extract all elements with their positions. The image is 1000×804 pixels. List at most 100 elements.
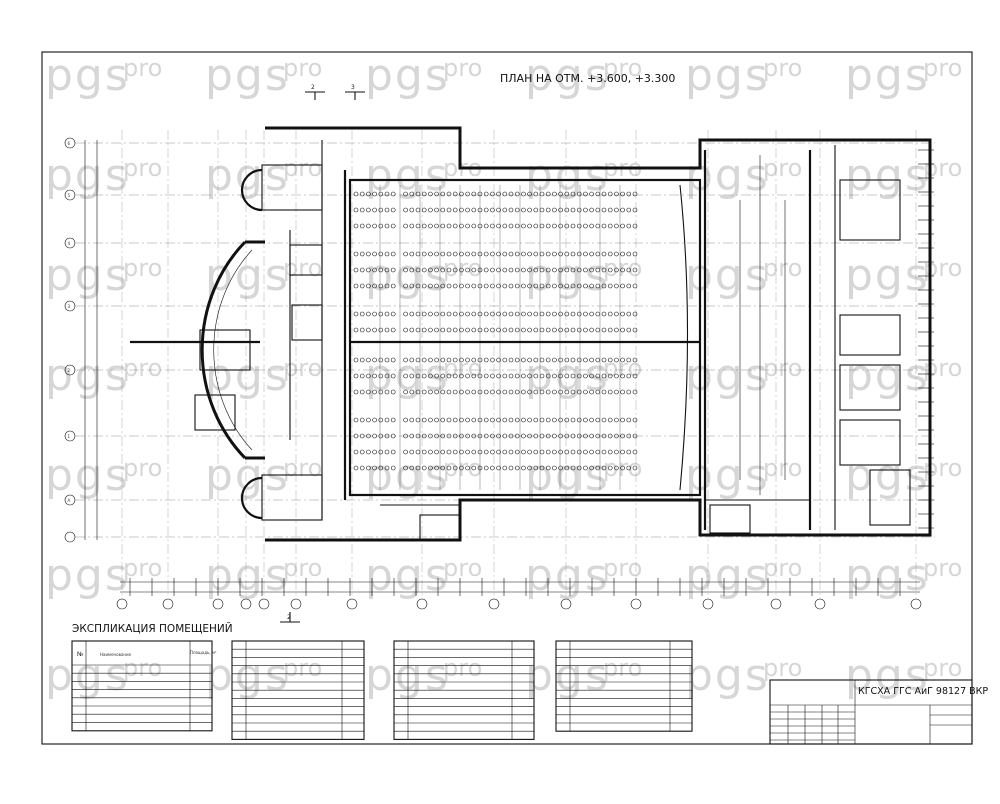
seat bbox=[440, 327, 446, 333]
seat bbox=[421, 357, 427, 363]
seat bbox=[459, 207, 464, 213]
seat bbox=[403, 389, 408, 395]
column-axis-bubble bbox=[814, 598, 826, 610]
seat bbox=[446, 283, 452, 289]
row-axis-label: А bbox=[68, 498, 71, 503]
seat bbox=[440, 311, 446, 317]
seat bbox=[384, 433, 390, 439]
seat bbox=[583, 433, 588, 439]
seat bbox=[545, 251, 551, 257]
seat bbox=[366, 357, 371, 363]
drawing-title: ПЛАН НА ОТМ. +3.600, +3.300 bbox=[500, 72, 675, 85]
seat bbox=[490, 283, 495, 289]
watermark-brand: pgs bbox=[685, 550, 770, 601]
seat bbox=[576, 373, 582, 379]
watermark-brand: pgs bbox=[205, 150, 290, 201]
seat bbox=[372, 373, 377, 379]
seat bbox=[514, 191, 520, 197]
watermark-sub: pro bbox=[763, 554, 802, 582]
watermark-brand: pgs bbox=[525, 550, 610, 601]
seat bbox=[595, 357, 601, 363]
seat bbox=[521, 251, 526, 257]
seat bbox=[421, 389, 427, 395]
watermark-sub: pro bbox=[123, 454, 162, 482]
seat bbox=[607, 465, 613, 471]
watermark-brand: pgs bbox=[685, 250, 770, 301]
seat bbox=[601, 283, 607, 289]
seat bbox=[378, 267, 384, 273]
seat bbox=[415, 311, 421, 317]
seat bbox=[545, 327, 551, 333]
seat bbox=[421, 267, 427, 273]
seat bbox=[521, 207, 526, 213]
seat bbox=[607, 373, 613, 379]
seat bbox=[583, 357, 588, 363]
seat bbox=[595, 251, 601, 257]
seat bbox=[558, 191, 563, 197]
seat bbox=[545, 207, 551, 213]
seat bbox=[359, 283, 365, 289]
seat bbox=[490, 357, 495, 363]
watermark-sub: pro bbox=[923, 54, 962, 82]
seat bbox=[366, 433, 371, 439]
seat bbox=[570, 417, 576, 423]
seat bbox=[496, 251, 501, 257]
seat bbox=[558, 357, 563, 363]
seat bbox=[390, 311, 396, 317]
seat bbox=[440, 465, 446, 471]
seat bbox=[620, 327, 625, 333]
column-axis-bubble bbox=[290, 598, 302, 610]
seat bbox=[521, 449, 526, 455]
seat bbox=[626, 207, 632, 213]
seat bbox=[496, 373, 501, 379]
watermark-brand: pgs bbox=[685, 150, 770, 201]
seat bbox=[552, 357, 557, 363]
seat bbox=[558, 283, 563, 289]
seat bbox=[440, 433, 446, 439]
seat bbox=[403, 207, 408, 213]
watermark-brand: pgs bbox=[525, 250, 610, 301]
seat bbox=[496, 449, 501, 455]
seat bbox=[601, 449, 607, 455]
seat bbox=[589, 283, 594, 289]
seat bbox=[527, 373, 532, 379]
seat bbox=[595, 223, 601, 229]
seat bbox=[632, 191, 638, 197]
seat bbox=[564, 433, 570, 439]
seat bbox=[353, 327, 359, 333]
seat bbox=[514, 207, 520, 213]
seat bbox=[632, 389, 638, 395]
seat bbox=[552, 327, 557, 333]
seat bbox=[471, 223, 477, 229]
seat bbox=[409, 267, 415, 273]
seat bbox=[632, 223, 638, 229]
seat bbox=[620, 311, 625, 317]
seat bbox=[533, 417, 539, 423]
seat bbox=[434, 191, 439, 197]
watermark-brand: pgs bbox=[45, 450, 130, 501]
seat bbox=[372, 449, 377, 455]
seat bbox=[564, 373, 570, 379]
watermark-brand: pgs bbox=[45, 150, 130, 201]
seat bbox=[527, 283, 532, 289]
seat bbox=[421, 373, 427, 379]
seat bbox=[471, 433, 477, 439]
watermark-sub: pro bbox=[443, 54, 482, 82]
legend-header-name: Наименование bbox=[100, 652, 132, 657]
seat bbox=[614, 191, 619, 197]
seat bbox=[502, 267, 508, 273]
seat bbox=[601, 465, 607, 471]
seat bbox=[465, 465, 470, 471]
seat bbox=[459, 223, 464, 229]
seat bbox=[558, 433, 563, 439]
seat bbox=[384, 357, 390, 363]
watermark-sub: pro bbox=[283, 454, 322, 482]
seat bbox=[583, 191, 588, 197]
watermark-brand: pgs bbox=[845, 50, 930, 101]
seat bbox=[440, 373, 446, 379]
seat bbox=[483, 191, 489, 197]
seat bbox=[620, 267, 625, 273]
seat bbox=[372, 433, 377, 439]
seat bbox=[570, 207, 576, 213]
seat bbox=[390, 465, 396, 471]
